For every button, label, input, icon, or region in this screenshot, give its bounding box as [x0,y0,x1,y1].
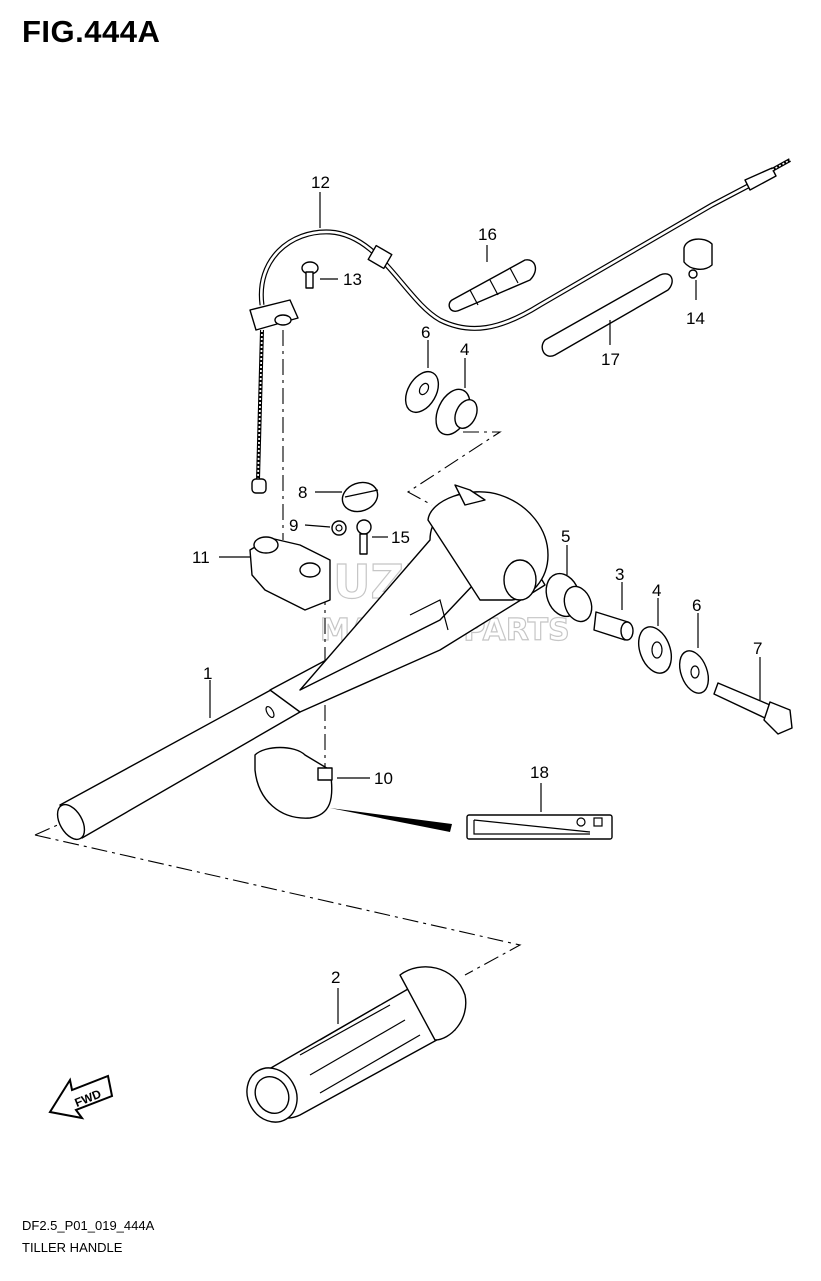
callout-18: 18 [530,763,549,782]
callout-11: 11 [192,548,210,567]
figure-code: DF2.5_P01_019_444A [22,1218,155,1233]
callout-1: 1 [203,664,212,683]
fwd-arrow: FWD [48,1074,114,1120]
tiller-handle [56,484,549,841]
nut-9 [331,520,347,536]
bushing-5 [545,572,593,623]
leader-lines [209,192,761,1024]
clamp-14 [683,238,713,279]
bushing-4-upper [435,388,478,436]
callout-8: 8 [298,483,307,502]
cover-10 [254,746,333,819]
grip-16 [448,259,537,312]
holder-11 [249,536,331,611]
callout-3: 3 [615,565,624,584]
callout-13: 13 [343,270,362,289]
washer-6-lower [678,650,710,694]
callout-17: 17 [601,350,620,369]
callout-numbers: 12 16 13 14 6 4 17 8 9 15 11 5 3 4 6 7 1… [192,173,762,987]
bolt-7 [713,682,793,735]
callout-4-upper: 4 [460,340,469,359]
throttle-cable [249,158,791,494]
tube-17 [541,273,673,357]
callout-2: 2 [331,968,340,987]
screw-15 [356,519,372,555]
figure-caption: TILLER HANDLE [22,1240,123,1255]
callout-9: 9 [289,516,298,535]
callout-6-upper: 6 [421,323,430,342]
bushing-4-lower [637,626,673,674]
callout-10: 10 [374,769,393,788]
washer-6-upper [404,371,440,413]
figure-title: FIG.444A [22,14,161,49]
callout-7: 7 [753,639,762,658]
decal-18 [330,808,613,840]
callout-5: 5 [561,527,570,546]
throttle-grip [246,966,467,1123]
collar-3 [593,611,634,641]
callout-6-lower: 6 [692,596,701,615]
knob-8 [341,481,379,513]
screw-13 [301,261,319,289]
callout-12: 12 [311,173,330,192]
callout-14: 14 [686,309,705,328]
callout-16: 16 [478,225,497,244]
callout-4-lower: 4 [652,581,661,600]
callout-15: 15 [391,528,410,547]
